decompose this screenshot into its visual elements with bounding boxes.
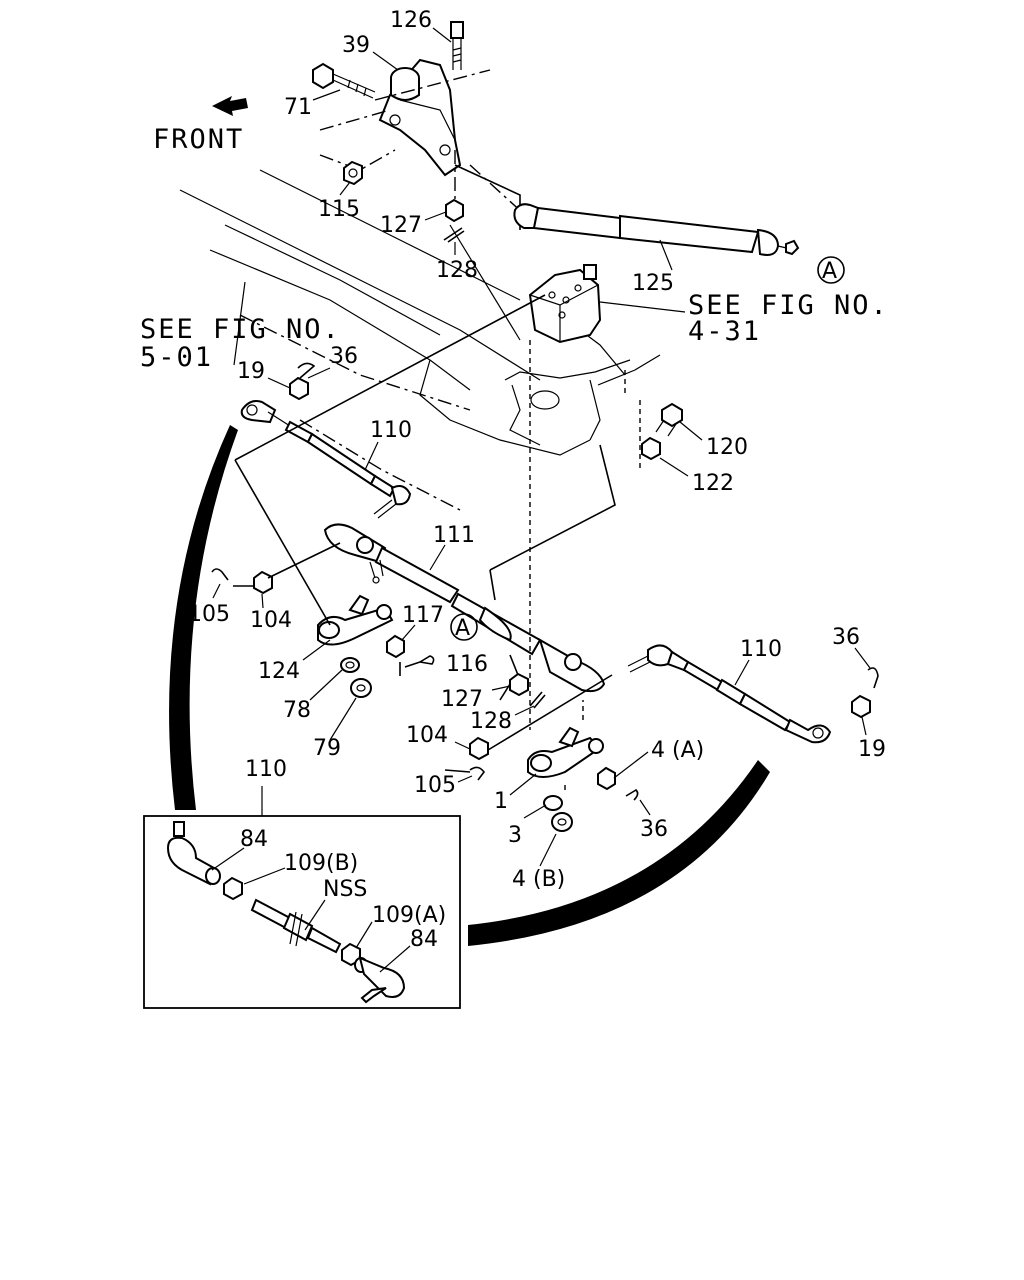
bracket-assembly <box>378 58 462 177</box>
nut-19-right <box>851 694 871 719</box>
tie-rod-110-left <box>240 400 412 519</box>
cotter-pin-36-bottom <box>625 788 639 801</box>
callout-115: 115 <box>318 197 360 222</box>
tie-end-84-top <box>166 821 221 886</box>
nut-104-right <box>469 736 489 761</box>
callout-104-right: 104 <box>406 723 448 748</box>
callout-110-left: 110 <box>370 418 412 443</box>
callout-71: 71 <box>284 95 312 120</box>
callout-128-mid: 128 <box>470 709 512 734</box>
reference-a-mid-circle <box>450 613 478 641</box>
nut-4a <box>597 766 616 791</box>
callout-79: 79 <box>313 736 341 761</box>
bolt-120 <box>655 402 683 437</box>
cotter-pin-36-right <box>867 667 879 689</box>
see-fig-5-01-line1: SEE FIG NO. <box>140 314 341 345</box>
steering-gear-box <box>528 264 602 344</box>
callout-117: 117 <box>402 603 444 628</box>
detail-indicator-arc <box>169 425 238 810</box>
callout-125: 125 <box>632 271 674 296</box>
see-fig-4-31-line2: 4-31 <box>688 316 761 347</box>
tie-rod-110-right <box>627 644 832 744</box>
callout-122: 122 <box>692 471 734 496</box>
bushing-79 <box>350 678 372 698</box>
callout-3: 3 <box>508 823 522 848</box>
cotter-pin-128-mid <box>529 691 546 709</box>
cotter-pin-105-right <box>469 766 486 781</box>
callout-84-top: 84 <box>240 827 268 852</box>
callout-120: 120 <box>706 435 748 460</box>
cotter-pin-105-left <box>211 568 229 581</box>
tie-end-84-bottom <box>354 956 406 1004</box>
washer-122 <box>641 436 661 461</box>
callout-1: 1 <box>494 789 508 814</box>
detail-inset-box <box>143 815 461 1009</box>
callout-104-left: 104 <box>250 608 292 633</box>
nut-109b <box>223 876 243 901</box>
callout-105-right: 105 <box>414 773 456 798</box>
callout-109b: 109(B) <box>284 851 358 876</box>
callout-110-right: 110 <box>740 637 782 662</box>
callout-110-inset: 110 <box>245 757 287 782</box>
callout-127-top: 127 <box>380 213 422 238</box>
bolt-126 <box>450 21 464 70</box>
callout-4b: 4 (B) <box>512 867 565 892</box>
callout-36-bottom: 36 <box>640 817 668 842</box>
nut-117 <box>386 634 405 659</box>
idler-arm-124 <box>317 594 394 646</box>
callout-19-right: 19 <box>858 737 886 762</box>
cotter-pin-116 <box>417 655 435 665</box>
steering-damper-125 <box>513 203 800 256</box>
callout-116: 116 <box>446 652 488 677</box>
callout-109a: 109(A) <box>372 903 446 928</box>
reference-a-mid: A <box>455 616 470 641</box>
cotter-pin-36-left <box>297 362 316 379</box>
label-nss: NSS <box>323 877 367 902</box>
callout-4a: 4 (A) <box>651 738 704 763</box>
reference-a-top-circle <box>817 256 845 284</box>
nut-127-top <box>445 198 464 223</box>
see-fig-5-01-line2: 5-01 <box>140 342 213 373</box>
callout-36-right: 36 <box>832 625 860 650</box>
callout-19-left: 19 <box>237 359 265 384</box>
callout-78: 78 <box>283 698 311 723</box>
reference-a-top: A <box>822 259 837 284</box>
callout-84-bottom: 84 <box>410 927 438 952</box>
pitman-arm-1 <box>527 726 604 778</box>
chassis-frame <box>179 169 661 456</box>
relay-rod-111 <box>323 523 606 693</box>
assembly-guide-lines <box>233 224 641 790</box>
nut-115 <box>343 160 363 186</box>
callout-111: 111 <box>433 523 475 548</box>
callout-124: 124 <box>258 659 300 684</box>
nut-127-mid <box>509 672 529 697</box>
callout-36-left: 36 <box>330 344 358 369</box>
bushing-4b <box>551 812 573 832</box>
callout-128-top: 128 <box>436 258 478 283</box>
callout-105-left: 105 <box>188 602 230 627</box>
washer-3 <box>543 795 563 811</box>
bolt-71 <box>312 62 376 99</box>
see-fig-4-31-line1: SEE FIG NO. <box>688 290 889 321</box>
callout-127-mid: 127 <box>441 687 483 712</box>
adjusting-tube-nss <box>250 898 342 954</box>
nut-19-left <box>289 376 309 401</box>
callout-126: 126 <box>390 8 432 33</box>
detail-indicator-arc-bottom <box>468 760 770 946</box>
washer-78 <box>340 657 360 673</box>
callout-39: 39 <box>342 33 370 58</box>
cotter-pin-128-top <box>443 227 465 243</box>
nut-104-left <box>253 570 273 595</box>
leader-lines <box>211 27 871 973</box>
front-arrow-icon <box>212 96 248 116</box>
front-label: FRONT <box>153 124 244 155</box>
